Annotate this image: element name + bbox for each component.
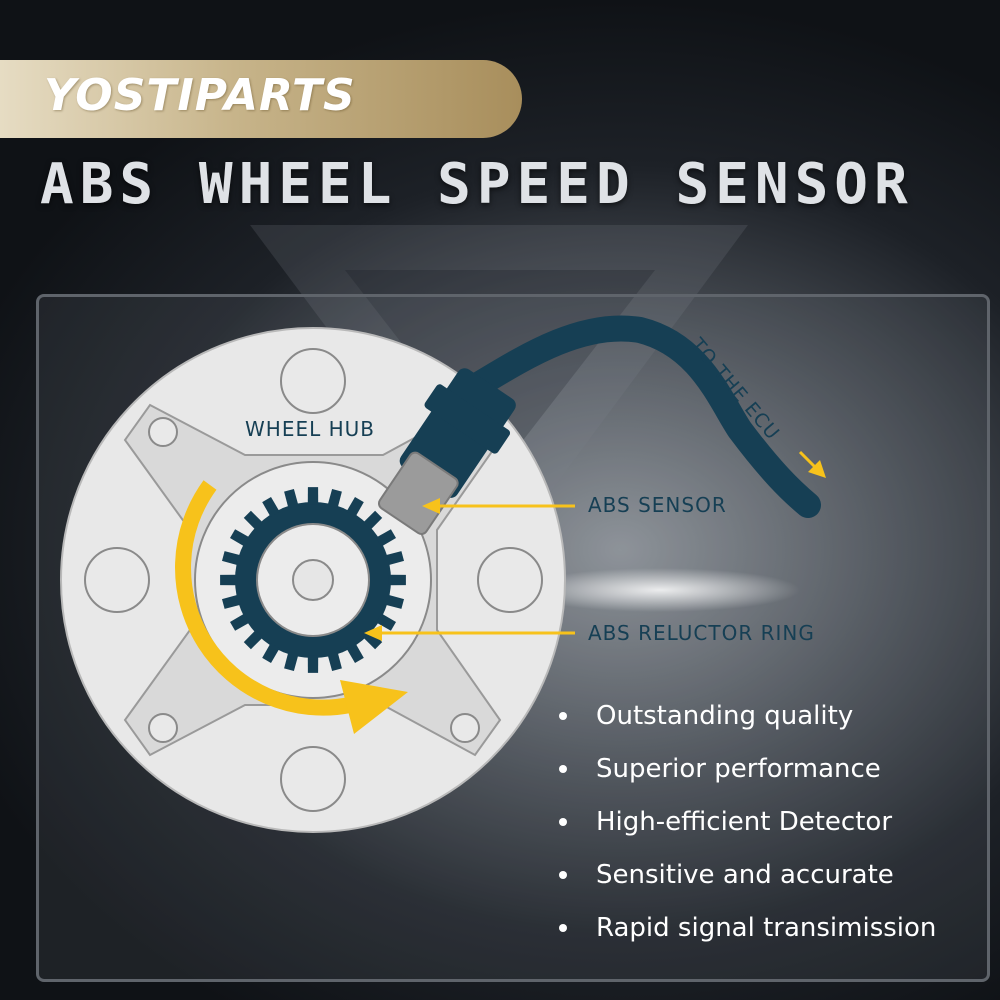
lug-hole (477, 547, 543, 613)
reluctor-tooth (262, 643, 280, 663)
reluctor-tooth (384, 594, 404, 609)
reluctor-tooth (222, 594, 242, 609)
reluctor-tooth (230, 529, 250, 547)
abs-sensor-label: ABS SENSOR (588, 493, 727, 517)
reluctor-tooth (363, 510, 383, 530)
reluctor-tooth (307, 655, 319, 673)
reluctor-ring-label: ABS RELUCTOR RING (588, 621, 815, 645)
reluctor-tooth (384, 551, 404, 566)
bullet-icon (559, 712, 567, 720)
reluctor-tooth (243, 510, 263, 530)
sensor-tip (377, 451, 459, 536)
sensor-collar (424, 384, 511, 454)
abs-sensor-pointer-head (422, 498, 440, 514)
reluctor-tooth (376, 613, 396, 631)
brand-name: YOSTIPARTS (44, 70, 356, 121)
feature-item: Superior performance (556, 749, 936, 802)
feature-item: Sensitive and accurate (556, 855, 936, 908)
lug-hole (280, 348, 346, 414)
flange-hole (450, 713, 480, 743)
reluctor-tooth (376, 529, 396, 547)
brand-banner: YOSTIPARTS (0, 60, 522, 138)
reluctor-tooth (262, 497, 280, 517)
bullet-icon (559, 818, 567, 826)
flange-hole (148, 417, 178, 447)
reluctor-tooth (222, 551, 242, 566)
reluctor-tooth (346, 643, 364, 663)
page-title: ABS WHEEL SPEED SENSOR (40, 152, 914, 217)
reluctor-tooth (388, 574, 406, 586)
reluctor-tooth (284, 489, 299, 509)
reluctor-tooth (230, 613, 250, 631)
light-flare (520, 568, 800, 612)
reluctor-tooth (363, 630, 383, 650)
reluctor-pointer-head (364, 625, 382, 641)
lug-hole (84, 547, 150, 613)
feature-item: Outstanding quality (556, 696, 936, 749)
bullet-icon (559, 871, 567, 879)
reluctor-tooth (327, 489, 342, 509)
reluctor-tooth (243, 630, 263, 650)
rotation-arc (175, 480, 352, 716)
axle-center (292, 559, 334, 601)
reluctor-tooth (327, 651, 342, 671)
lug-hole (280, 746, 346, 812)
flange-hole (148, 713, 178, 743)
feature-item: Rapid signal transimission (556, 908, 936, 961)
rotation-arrowhead (340, 680, 408, 734)
reluctor-tooth (220, 574, 238, 586)
feature-list: Outstanding quality Superior performance… (556, 696, 936, 961)
reluctor-tooth (346, 497, 364, 517)
feature-item: High-efficient Detector (556, 802, 936, 855)
wheel-hub-label: WHEEL HUB (245, 417, 375, 441)
ecu-arrowhead (808, 460, 826, 478)
bullet-icon (559, 765, 567, 773)
sensor-cable (457, 315, 821, 518)
reluctor-tooth (284, 651, 299, 671)
reluctor-tooth (307, 487, 319, 505)
bullet-icon (559, 924, 567, 932)
